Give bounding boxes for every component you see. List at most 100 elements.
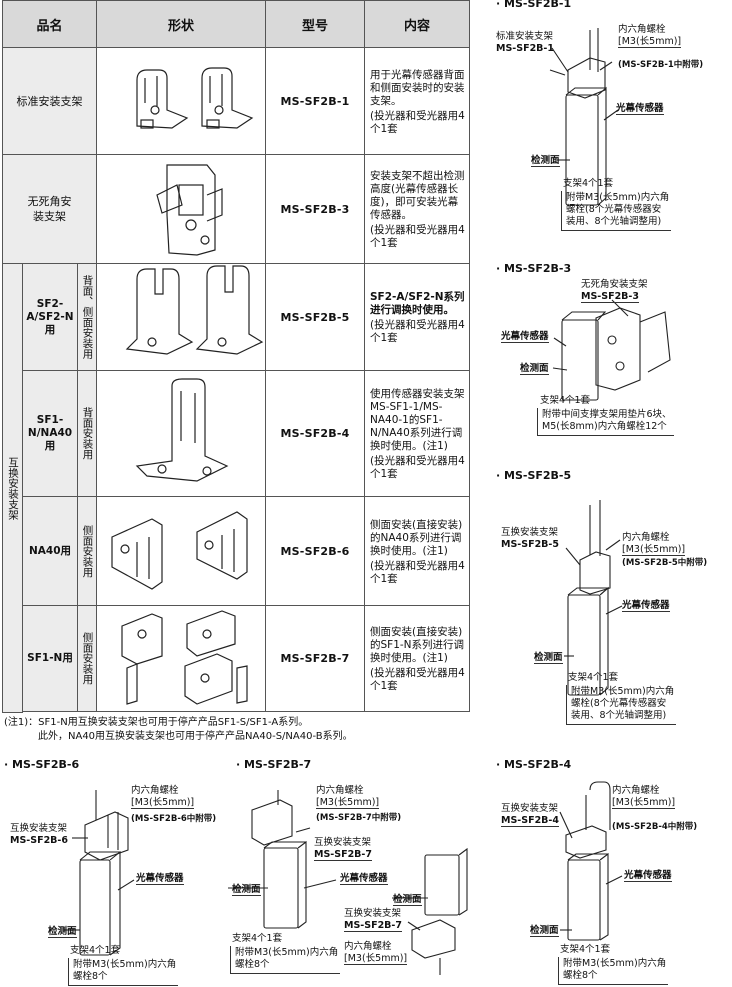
accessory-note: 附带中间支撑支架用垫片6块、 M5(长8mm)内六角螺栓12个	[537, 408, 674, 436]
row1-content: 用于光幕传感器背面和侧面安装时的安装支架。 (投光器和受光器用4个1套	[364, 47, 470, 155]
bolt-size-label: [M3(长5mm)]	[131, 797, 195, 809]
bracket-label: 互换安装支架	[314, 837, 372, 848]
row6-series: SF1-N用	[22, 605, 78, 712]
bracket-label: 无死角安装支架	[581, 279, 648, 290]
row6-mount-text: 侧面安装用	[81, 632, 94, 685]
bracket-model-label: MS-SF2B-4	[501, 815, 559, 827]
row6-shape	[96, 605, 266, 712]
bracket-b-model-label: MS-SF2B-7	[344, 920, 402, 932]
face-label: 检测面	[530, 925, 559, 937]
row5-quantity: (投光器和受光器用4个1套	[370, 559, 465, 585]
bolt-size-label: [M3(长5mm)]	[622, 544, 686, 556]
row2-name: 无死角安装支架	[2, 154, 97, 264]
accessory-line: 螺栓8个	[235, 959, 270, 970]
bolt-size-label: [M3(长5mm)]	[612, 797, 676, 809]
sensor-label: 光幕传感器	[616, 103, 664, 115]
diagram-title: · MS-SF2B-7	[236, 758, 312, 771]
set-label: 支架4个1套	[568, 672, 619, 683]
accessory-line: 附带中间支撑支架用垫片6块、	[542, 409, 672, 420]
row5-description: 侧面安装(直接安装)的NA40系列进行调换时使用。(注1)	[370, 518, 463, 557]
bolt-note-label: (MS-SF2B-4中附带)	[612, 822, 698, 832]
row5-series: NA40用	[22, 496, 78, 606]
accessory-line: 附带M3(长5mm)内六角	[563, 958, 667, 969]
accessory-line: 装用、8个光轴调整用)	[566, 216, 662, 227]
row4-mount: 背面安装用	[77, 370, 97, 497]
row4-mount-text: 背面安装用	[81, 407, 94, 460]
bolt-label: 内六角螺栓	[131, 785, 179, 796]
bracket-label: 互换安装支架	[501, 527, 559, 538]
bracket-model-label: MS-SF2B-6	[10, 835, 68, 846]
bracket-image-sf2b-6	[111, 511, 248, 590]
bracket-model-label: MS-SF2B-1	[496, 43, 554, 54]
note-line-2: 此外，NA40用互换安装支架也可用于停产产品NA40-S/NA40-B系列。	[38, 731, 353, 742]
bolt-label: 内六角螺栓	[316, 785, 364, 796]
accessory-line: M5(长8mm)内六角螺栓12个	[542, 421, 667, 432]
row2-description: 安装支架不超出检测高度(光幕传感器长度)，即可安装光幕传感器。	[370, 170, 465, 221]
accessory-line: 螺栓(8个光幕传感器安	[571, 698, 667, 709]
bracket-model-label: MS-SF2B-5	[501, 539, 559, 550]
row3-series-text: SF2-A/SF2-N用	[26, 297, 74, 336]
face-label: 检测面	[531, 155, 560, 167]
bolt-size-label: [M3(长5mm)]	[618, 36, 682, 48]
row1-description: 用于光幕传感器背面和侧面安装时的安装支架。	[370, 68, 465, 107]
bolt-note-label: (MS-SF2B-7中附带)	[316, 813, 402, 823]
accessory-line: 附带M3(长5mm)内六角	[571, 686, 675, 697]
bracket-image-sf2b-7	[121, 610, 248, 705]
bolt-label: 内六角螺栓	[618, 24, 666, 35]
bracket-label: 互换安装支架	[501, 803, 559, 814]
sensor-label: 光幕传感器	[340, 873, 388, 885]
accessory-line: 螺栓8个	[563, 970, 598, 981]
row4-description: 使用传感器安装支架MS-SF1-1/MS-NA40-1的SF1-N/NA40系列…	[370, 388, 465, 452]
diagram-title: · MS-SF2B-6	[4, 758, 80, 771]
accessory-line: 螺栓8个	[73, 971, 108, 982]
row6-description: 侧面安装(直接安装)的SF1-N系列进行调换时使用。(注1)	[370, 626, 465, 664]
sensor-label: 光幕传感器	[624, 870, 672, 882]
row6-quantity: (投光器和受光器用4个1套	[370, 667, 465, 692]
set-label: 支架4个1套	[560, 944, 611, 955]
row3-description: SF2-A/SF2-N系列进行调换时使用。	[370, 291, 465, 316]
row6-content: 侧面安装(直接安装)的SF1-N系列进行调换时使用。(注1) (投光器和受光器用…	[364, 605, 470, 712]
bracket-label: 标准安装支架	[496, 31, 554, 42]
group-label-text: 互换安装支架	[7, 456, 19, 520]
row3-content: SF2-A/SF2-N系列进行调换时使用。 (投光器和受光器用4个1套	[364, 263, 470, 371]
row2-quantity: (投光器和受光器用4个1套	[370, 224, 465, 249]
diagram-title: · MS-SF2B-1	[496, 0, 572, 10]
face-label: 检测面	[232, 884, 261, 896]
row4-quantity: (投光器和受光器用4个1套	[370, 455, 465, 480]
row3-series: SF2-A/SF2-N用	[22, 263, 78, 371]
row3-mount-text: 背面、侧面安装用	[81, 275, 94, 359]
product-table: 品名 形状 型号 内容 标准安装支架 MS-SF2B-1 用于光幕传感器背面和侧…	[2, 0, 470, 713]
bolt-label: 内六角螺栓	[612, 785, 660, 796]
bracket-image-sf2b-1	[136, 67, 254, 129]
bracket-b-label: 互换安装支架	[344, 908, 402, 919]
bolt-note-label: (MS-SF2B-1中附带)	[618, 60, 704, 70]
row2-content: 安装支架不超出检测高度(光幕传感器长度)，即可安装光幕传感器。 (投光器和受光器…	[364, 154, 470, 264]
bracket-model-label: MS-SF2B-7	[314, 849, 372, 861]
set-label: 支架4个1套	[70, 945, 121, 956]
face-label-2: 检测面	[393, 894, 422, 906]
accessory-line: 附带M3(长5mm)内六角	[73, 959, 177, 970]
header-model: 型号	[265, 0, 365, 48]
bracket-image-sf2b-5	[125, 265, 264, 355]
header-name: 品名	[2, 0, 97, 48]
set-label: 支架4个1套	[563, 178, 614, 189]
row5-mount-text: 侧面安装用	[81, 524, 94, 578]
accessory-line: 装用、8个光轴调整用)	[571, 710, 667, 721]
bracket-label: 互换安装支架	[10, 823, 68, 834]
sensor-label: 光幕传感器	[136, 873, 184, 885]
accessory-note: 附带M3(长5mm)内六角 螺栓8个	[68, 958, 179, 986]
accessory-note: 附带M3(长5mm)内六角 螺栓8个	[558, 957, 669, 985]
set-label: 支架4个1套	[540, 395, 591, 406]
accessory-line: 附带M3(长5mm)内六角	[235, 947, 339, 958]
row3-quantity: (投光器和受光器用4个1套	[370, 319, 465, 344]
row4-series-text: SF1-N/NA40用	[27, 414, 73, 452]
bolt-size-label: [M3(长5mm)]	[316, 797, 380, 809]
bolt-label: 内六角螺栓	[622, 532, 670, 543]
note-line-1: (注1)：SF1-N用互换安装支架也可用于停产产品SF1-S/SF1-A系列。	[4, 717, 309, 728]
bolt-note-label: (MS-SF2B-6中附带)	[131, 814, 217, 824]
set-label: 支架4个1套	[232, 933, 283, 944]
